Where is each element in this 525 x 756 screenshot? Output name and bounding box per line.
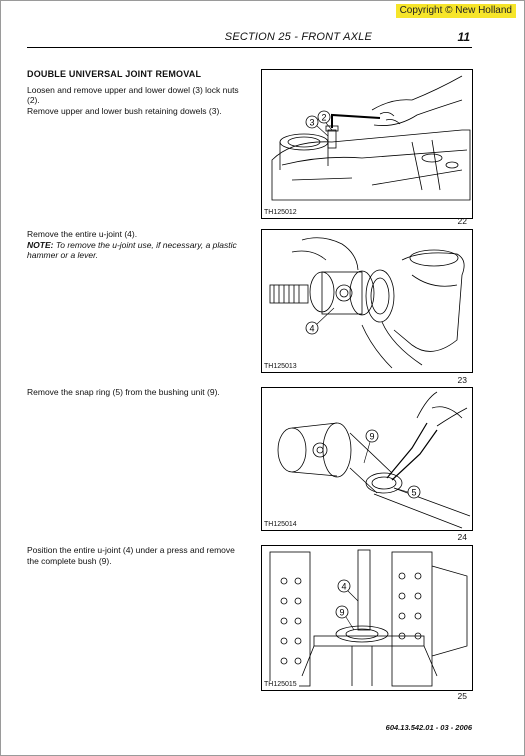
section-title: SECTION 25 - FRONT AXLE	[224, 31, 372, 43]
step-2-note: NOTE: To remove the u-joint use, if nece…	[27, 240, 239, 261]
figure-24-illustration: 9 5	[277, 391, 471, 529]
callout-4: 4	[341, 582, 346, 592]
figure-25-illustration: 4 9	[269, 549, 468, 687]
figure-24: 9 5 TH125014	[261, 387, 473, 531]
figure-24-code: TH125014	[264, 521, 299, 529]
page-number: 11	[457, 30, 470, 44]
figure-24-number: 24	[457, 532, 467, 542]
figure-22-callouts: 3 2	[305, 110, 333, 137]
note-label: NOTE:	[27, 239, 54, 250]
figure-22-illustration: 3 2	[271, 75, 471, 201]
step-2-line-1: Remove the entire u-joint (4).	[27, 229, 138, 239]
figure-25-callouts: 4 9	[335, 579, 359, 631]
step-3-line-1: Remove the snap ring (5) from the bushin…	[27, 387, 220, 397]
figure-23-illustration: 4	[269, 237, 465, 369]
step-1-line-2: Remove upper and lower bush retaining do…	[27, 105, 222, 116]
note-text: To remove the u-joint use, if necessary,…	[27, 239, 237, 261]
copyright-badge: Copyright © New Holland	[395, 4, 516, 18]
figure-25: 4 9 TH125015	[261, 545, 473, 691]
step-4-line-1: Position the entire u-joint (4) under a …	[27, 545, 235, 566]
callout-2: 2	[321, 113, 326, 123]
step-1-line-1: Loosen and remove upper and lower dowel …	[27, 84, 239, 106]
figure-23-code: TH125013	[264, 363, 299, 371]
page-header: SECTION 25 - FRONT AXLE 11	[27, 30, 472, 48]
figure-25-number: 25	[457, 691, 467, 701]
callout-9: 9	[369, 432, 374, 442]
figure-25-code: TH125015	[264, 681, 299, 689]
figure-22-code: TH125012	[264, 209, 299, 217]
step-1-text: DOUBLE UNIVERSAL JOINT REMOVAL Loosen an…	[27, 69, 239, 116]
figure-23: 4 TH125013	[261, 229, 473, 373]
step-2-text: Remove the entire u-joint (4). NOTE: To …	[27, 229, 239, 261]
callout-4: 4	[309, 324, 314, 334]
callout-5: 5	[411, 488, 416, 498]
step-4-text: Position the entire u-joint (4) under a …	[27, 545, 239, 566]
section-heading: DOUBLE UNIVERSAL JOINT REMOVAL	[27, 69, 202, 79]
figure-22: 3 2 TH125012	[261, 69, 473, 219]
figure-23-callouts: 4	[305, 307, 335, 335]
figure-24-callouts: 9 5	[363, 429, 421, 499]
step-3-text: Remove the snap ring (5) from the bushin…	[27, 387, 239, 398]
callout-9: 9	[339, 608, 344, 618]
footer-doc-code: 604.13.542.01 - 03 - 2006	[385, 723, 472, 732]
figure-23-number: 23	[457, 375, 467, 385]
figure-22-number: 22	[457, 216, 467, 226]
callout-3: 3	[309, 118, 314, 128]
